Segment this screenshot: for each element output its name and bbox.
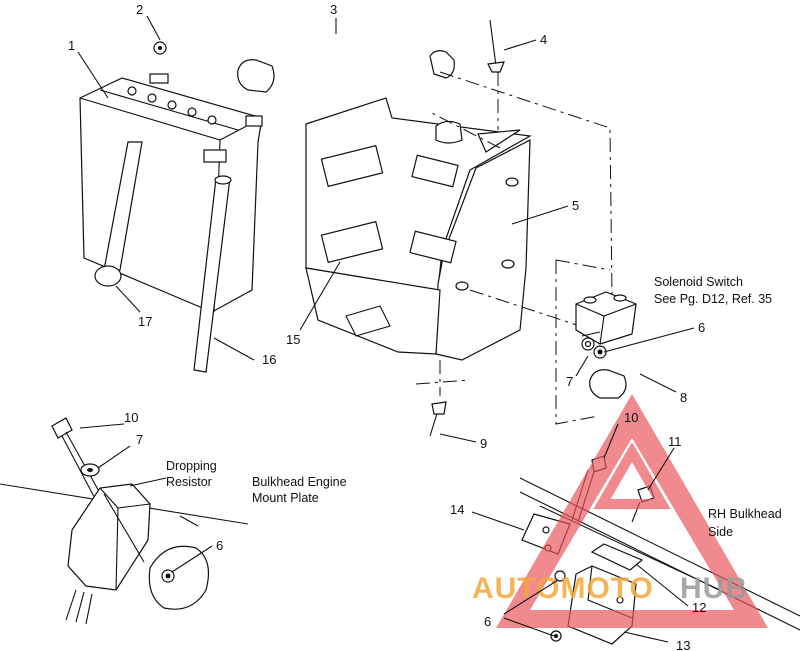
solenoid-cable bbox=[589, 348, 753, 399]
watermark-triangle bbox=[496, 394, 768, 628]
callout-2: 2 bbox=[136, 2, 143, 17]
callout-4: 4 bbox=[540, 32, 547, 47]
callout-6-left: 6 bbox=[216, 538, 223, 553]
callout-10-left: 10 bbox=[124, 410, 138, 425]
callout-6-solenoid: 6 bbox=[698, 320, 705, 335]
callout-13: 13 bbox=[676, 638, 690, 651]
vent-tube bbox=[193, 175, 232, 373]
solenoid-switch bbox=[575, 291, 637, 345]
callout-8: 8 bbox=[680, 390, 687, 405]
note-resistor-line1: Dropping bbox=[166, 459, 217, 473]
callout-15: 15 bbox=[286, 332, 300, 347]
watermark-text-1: AUTOMOTO bbox=[472, 572, 654, 605]
callout-16: 16 bbox=[262, 352, 276, 367]
note-rh-line2: Side bbox=[708, 525, 733, 539]
callout-3: 3 bbox=[330, 2, 337, 17]
screw bbox=[487, 19, 505, 73]
callout-7-solenoid: 7 bbox=[566, 374, 573, 389]
callout-1: 1 bbox=[68, 38, 75, 53]
note-solenoid-line2: See Pg. D12, Ref. 35 bbox=[654, 292, 772, 306]
callout-11: 11 bbox=[668, 434, 682, 449]
watermark-logo bbox=[496, 394, 768, 628]
callout-7-left: 7 bbox=[136, 432, 143, 447]
nut-plate-left bbox=[148, 545, 209, 610]
callout-14: 14 bbox=[450, 502, 464, 517]
note-bulkhead-line2: Mount Plate bbox=[252, 491, 319, 505]
callout-9: 9 bbox=[480, 436, 487, 451]
battery-cable-long bbox=[237, 43, 455, 93]
callout-5: 5 bbox=[572, 198, 579, 213]
nut-rh-lower bbox=[550, 570, 566, 642]
battery-strap bbox=[94, 141, 143, 287]
screw-bottom bbox=[429, 401, 447, 437]
note-rh-line1: RH Bulkhead bbox=[708, 507, 782, 521]
battery-cable-short bbox=[153, 2, 221, 55]
callout-10-rh: 10 bbox=[624, 410, 638, 425]
watermark-text-2: HUB bbox=[680, 572, 748, 605]
note-bulkhead-line1: Bulkhead Engine bbox=[252, 475, 347, 489]
note-solenoid-line1: Solenoid Switch bbox=[654, 275, 743, 289]
nut-washer-solenoid bbox=[581, 337, 607, 359]
callout-17: 17 bbox=[138, 314, 152, 329]
battery-box bbox=[305, 97, 532, 361]
plate-12 bbox=[590, 543, 644, 571]
callout-12: 12 bbox=[692, 600, 706, 615]
callout-6-rh: 6 bbox=[484, 614, 491, 629]
leader-lines bbox=[77, 15, 695, 643]
assembly-lines bbox=[415, 71, 613, 425]
note-resistor-line2: Resistor bbox=[166, 475, 212, 489]
washer-left bbox=[80, 463, 100, 477]
dropping-resistor bbox=[65, 483, 151, 625]
